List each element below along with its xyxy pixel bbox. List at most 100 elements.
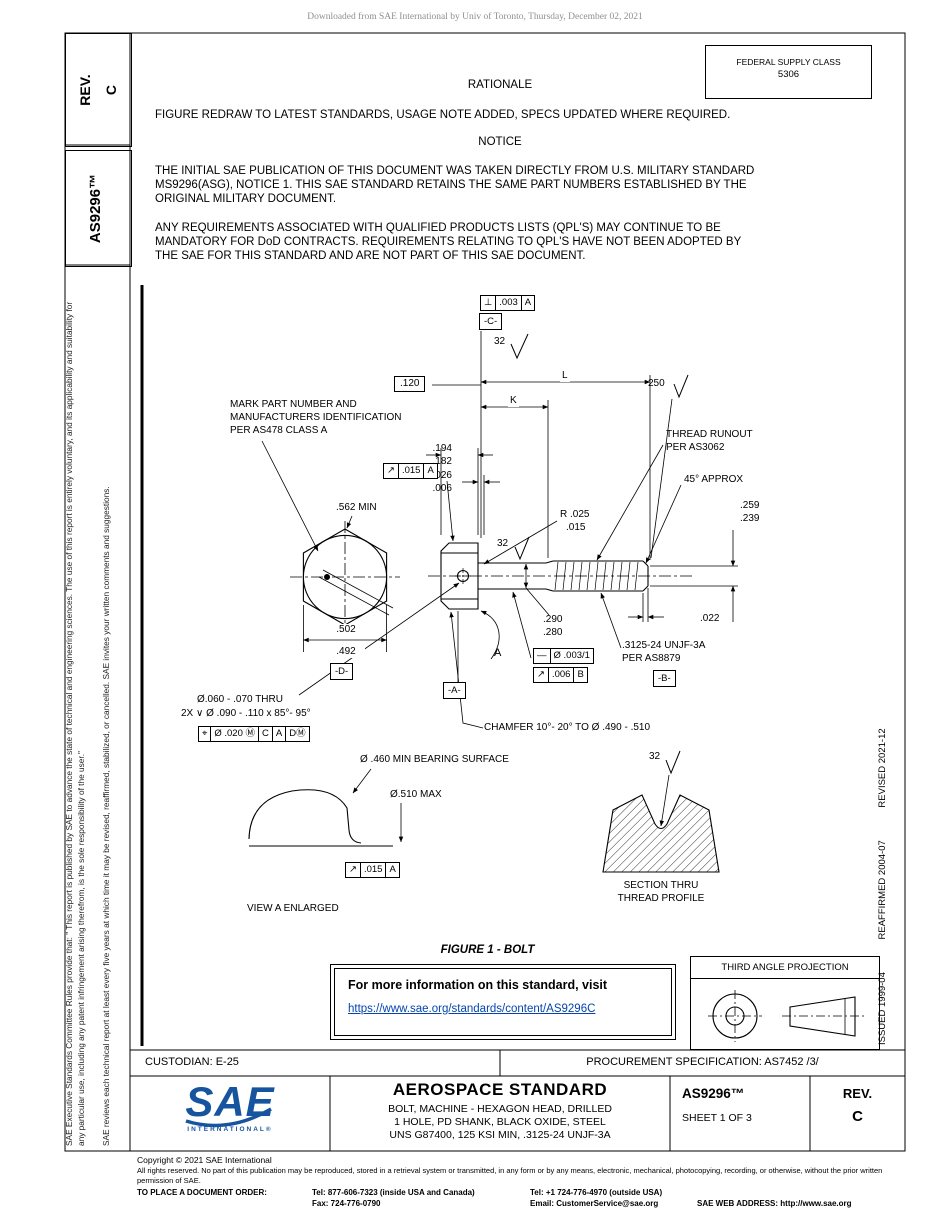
note-thread-spec-2: PER AS8879 [622,653,681,664]
dim-point-chamfer: .022 [700,613,720,624]
dim-shank-dia-max: .290 [543,614,563,625]
dim-fillet-radius-min: .015 [566,522,586,533]
note-bearing-surface: Ø .460 MIN BEARING SURFACE [360,754,509,765]
basic-dim-120: .120 [394,376,426,392]
committee-rules-note: SAE Executive Standards Committee Rules … [64,301,86,1146]
title-block-subtitle-1: BOLT, MACHINE - HEXAGON HEAD, DRILLED [388,1103,612,1115]
dim-across-flats-min: .492 [327,646,365,658]
title-block-subtitle-2: 1 HOLE, PD SHANK, BLACK OXIDE, STEEL [394,1116,606,1128]
view-a-caption: VIEW A ENLARGED [247,903,339,914]
rationale-title: RATIONALE [467,79,533,91]
straightness-symbol: — [534,649,551,663]
dim-562-min: .562 MIN [336,502,377,513]
section-caption-2: THREAD PROFILE [617,893,705,904]
fcf-straightness-tol: Ø .003/1 [553,650,590,661]
fcf-runout-shank: ↗ .006 B [533,667,588,683]
fcf-runout-bearing: ↗ .015 A [345,862,400,878]
surface-finish-32-shank: 32 [497,538,509,549]
note-mark-line-2: MANUFACTURERS IDENTIFICATION [230,412,402,423]
fcf-position-datum-2: A [273,727,287,741]
view-arrow-label: A [494,647,502,659]
notice-title: NOTICE [478,136,522,148]
projection-title: THIRD ANGLE PROJECTION [691,957,879,979]
note-thread-spec-1: .3125-24 UNJF-3A [622,640,706,651]
runout-symbol-bearing: ↗ [346,863,361,877]
more-info-box: For more information on this standard, v… [330,964,676,1040]
title-block-rev-value: C [852,1108,863,1125]
dim-head-height-max: .194 [432,443,452,454]
title-block-doc-number: AS9296™ [682,1086,745,1101]
dim-head-height-min: .182 [432,456,452,467]
note-45-approx: 45° APPROX [684,474,744,485]
view-a-enlarged-geometry [248,789,393,847]
custodian: CUSTODIAN: E-25 [145,1056,239,1068]
fcf-runout-shank-tol: .006 [549,668,575,682]
datum-c: -C- [479,313,503,330]
federal-supply-class-box: FEDERAL SUPPLY CLASS 5306 [705,45,872,99]
surface-finish-32-head: 32 [494,336,506,347]
dim-510-max: Ø.510 MAX [390,789,442,800]
note-chamfer: CHAMFER 10°- 20° TO Ø .490 - .510 [484,722,651,733]
position-symbol: ⌖ [199,727,212,741]
notice-paragraph-1: THE INITIAL SAE PUBLICATION OF THIS DOCU… [155,165,755,206]
copyright-line: Copyright © 2021 SAE International [137,1155,272,1165]
fcf-runout-head-datum: A [427,465,434,476]
rev-value: C [103,84,119,96]
section-caption-1: SECTION THRU [623,880,699,891]
dim-L-label: L [560,370,570,382]
note-mark-line-1: MARK PART NUMBER AND [230,399,357,410]
figure-caption: FIGURE 1 - BOLT [440,944,535,956]
fcf-perpendicularity: ⊥ .003 A [480,295,536,311]
download-banner: Downloaded from SAE International by Uni… [307,12,643,22]
fcf-position-tol: Ø .020 Ⓜ [211,727,260,741]
note-hole: Ø.060 - .070 THRU [197,694,283,705]
dim-washer-face-min: .006 [432,483,452,494]
fcf-runout-shank-datum: B [577,669,584,680]
order-label: TO PLACE A DOCUMENT ORDER: [137,1188,267,1197]
runout-symbol-shank: ↗ [534,668,549,682]
surface-finish-250: 250 [648,378,665,389]
reaffirmed-date: REAFFIRMED 2004-07 [877,840,888,940]
note-countersink: 2X ∨ Ø .090 - .110 x 85°- 95° [181,708,311,719]
runout-symbol: ↗ [384,464,399,478]
dim-washer-face-max: .026 [432,470,452,481]
sae-logo: SAE [185,1078,275,1125]
title-block-rev-label: REV. [842,1086,873,1101]
rationale-body: FIGURE REDRAW TO LATEST STANDARDS, USAGE… [155,109,731,121]
dim-fillet-radius: R .025 [560,509,590,520]
rev-box: REV. C [65,33,132,147]
procurement-spec: PROCUREMENT SPECIFICATION: AS7452 /3/ [586,1056,819,1068]
dim-K-label: K [508,395,519,407]
fcf-runout-bearing-datum: A [389,864,396,875]
rev-label: REV. [77,74,93,106]
datum-a: -A- [443,682,466,699]
note-thread-runout-2: PER AS3062 [666,442,725,453]
fsc-value: 5306 [777,69,800,80]
dim-shank-dia-min: .280 [543,627,563,638]
tel-us: Tel: 877-606-7323 (inside USA and Canada… [312,1188,475,1197]
fcf-position-datum-1: C [259,727,273,741]
rights-statement: All rights reserved. No part of this pub… [137,1166,883,1185]
sae-logo-subtext: INTERNATIONAL® [187,1126,273,1133]
revised-date: REVISED 2021-12 [877,728,888,808]
fsc-label: FEDERAL SUPPLY CLASS [736,57,841,67]
dim-across-flats-max: .502 [327,624,365,636]
title-block-subtitle-3: UNS G87400, 125 KSI MIN, .3125-24 UNJF-3… [389,1129,611,1141]
review-policy-note: SAE reviews each technical report at lea… [101,486,111,1146]
doc-number-vertical: AS9296™ [87,173,104,244]
title-block-heading: AEROSPACE STANDARD [392,1080,608,1099]
standard-link[interactable]: https://www.sae.org/standards/content/AS… [348,1003,596,1015]
bolt-hex-view [290,521,400,633]
thread-profile-section-geometry [602,794,720,873]
fax: Fax: 724-776-0790 [312,1199,381,1208]
projection-box: THIRD ANGLE PROJECTION [690,956,880,1050]
note-mark-line-3: PER AS478 CLASS A [230,425,328,436]
note-thread-runout-1: THREAD RUNOUT [666,429,753,440]
fcf-perp-datum: A [524,297,532,308]
dim-point-dia-max: .259 [740,500,760,511]
fcf-position: ⌖ Ø .020 Ⓜ C A DⓂ [198,726,310,742]
surface-finish-32-profile: 32 [649,751,661,762]
fcf-runout-bearing-tol: .015 [361,863,387,877]
doc-number-box: AS9296™ [65,150,132,267]
surface-finish-symbols [510,333,689,775]
